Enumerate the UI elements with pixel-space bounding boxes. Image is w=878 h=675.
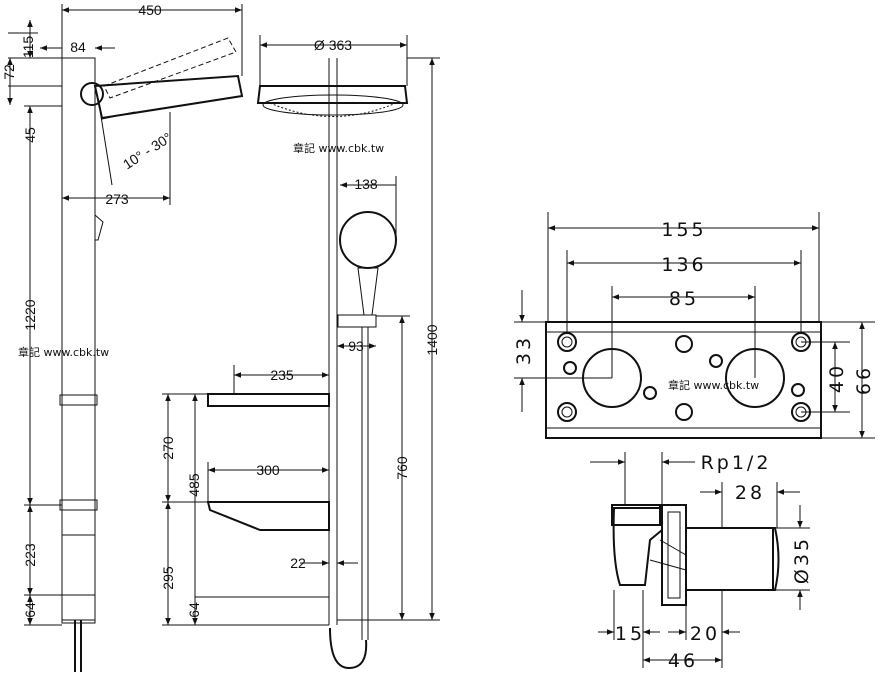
dim-155: 155 <box>661 219 706 241</box>
dim-93: 93 <box>348 338 364 354</box>
dim-273: 273 <box>105 191 129 207</box>
column-clamp-lower <box>59 499 98 511</box>
dim-15: 15 <box>615 623 645 645</box>
dim-64-left: 64 <box>22 602 38 618</box>
dim-45: 45 <box>22 127 38 143</box>
watermark-right: 章記 www.cbk.tw <box>668 378 759 392</box>
dim-84: 84 <box>70 39 86 55</box>
mounting-plate <box>545 321 822 439</box>
dim-85: 85 <box>669 288 699 310</box>
dim-33: 33 <box>513 335 535 365</box>
overhead-shower <box>256 85 409 104</box>
dim-235: 235 <box>270 367 294 383</box>
left-side-view: 450 115 72 84 45 10° - 30° 273 1220 223 … <box>1 2 244 672</box>
pivot-joint <box>80 82 104 106</box>
dim-28: 28 <box>735 482 765 504</box>
shower-column <box>61 57 96 624</box>
valve-cylinder <box>685 527 780 591</box>
valve-flange <box>661 504 687 606</box>
right-valve-section: Rp1/2 28 Ø35 15 20 46 <box>590 452 813 672</box>
valve-body <box>612 507 663 586</box>
shelf-upper <box>207 393 330 407</box>
dim-485: 485 <box>186 473 202 497</box>
dim-46: 46 <box>668 650 698 672</box>
dim-d35: Ø35 <box>791 536 813 584</box>
hand-shower <box>339 211 397 269</box>
middle-front-view: Ø 363 章記 www.cbk.tw 138 93 235 270 485 3… <box>160 35 440 670</box>
watermark-left: 章記 www.cbk.tw <box>18 345 109 359</box>
dim-450: 450 <box>138 2 162 18</box>
dim-20: 20 <box>690 623 720 645</box>
dim-1220: 1220 <box>22 299 38 330</box>
dim-138: 138 <box>354 176 378 192</box>
dim-223: 223 <box>22 543 38 567</box>
dim-136: 136 <box>661 254 706 276</box>
dim-300: 300 <box>256 462 280 478</box>
dim-115: 115 <box>20 36 36 59</box>
dim-66: 66 <box>853 365 875 395</box>
dim-40: 40 <box>826 363 848 393</box>
dim-363: Ø 363 <box>314 37 352 53</box>
dim-295: 295 <box>160 566 176 590</box>
head-arm <box>93 74 244 120</box>
dim-rp12: Rp1/2 <box>701 452 772 474</box>
dim-760: 760 <box>394 456 410 480</box>
dim-angle: 10° - 30° <box>120 129 175 172</box>
right-mounting-plate: 章記 www.cbk.tw 155 136 85 33 40 66 <box>513 212 875 439</box>
dim-22: 22 <box>290 555 306 571</box>
watermark-middle: 章記 www.cbk.tw <box>293 141 384 155</box>
dim-1400: 1400 <box>424 324 440 355</box>
dim-72: 72 <box>1 64 17 80</box>
dim-270: 270 <box>160 436 176 460</box>
column-clamp <box>59 394 98 406</box>
shelf-lower <box>206 501 330 531</box>
dim-64-middle: 64 <box>186 602 202 618</box>
